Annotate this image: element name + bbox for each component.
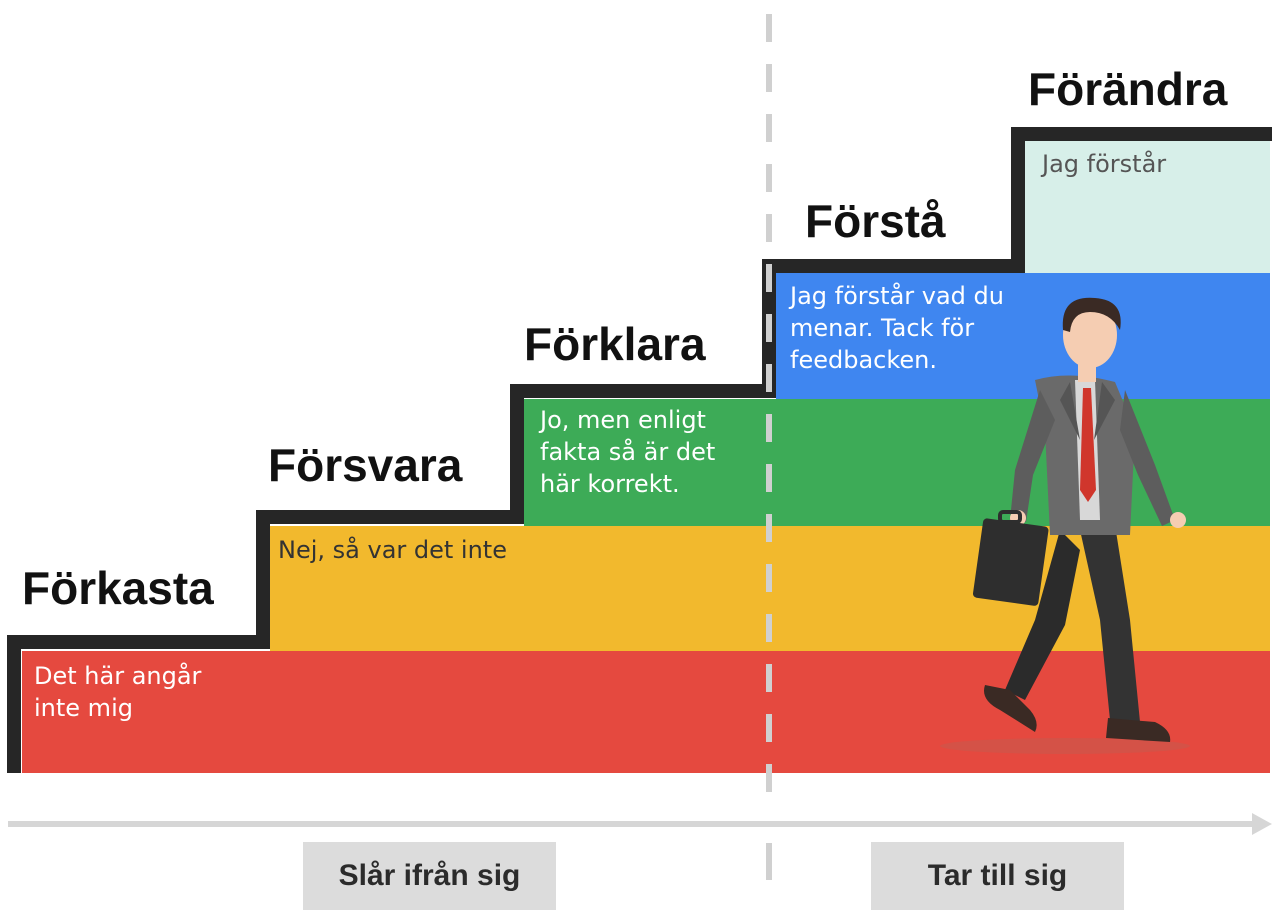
- band-text-forklara: Jo, men enligt fakta så är det här korre…: [540, 404, 715, 500]
- band-text-forandra: Jag förstår: [1042, 150, 1167, 178]
- step-title-forklara: Förklara: [524, 318, 706, 370]
- phase-label-left: Slår ifrån sig: [303, 842, 556, 910]
- band-text-line: Det här angår: [34, 662, 202, 690]
- band-text-line: här korrekt.: [540, 470, 680, 498]
- band-text-forsvara: Nej, så var det inte: [278, 536, 507, 564]
- step-title-forandra: Förändra: [1028, 63, 1228, 115]
- phase-label-right: Tar till sig: [871, 842, 1124, 910]
- band-text-line: feedbacken.: [790, 346, 937, 374]
- band-text-forsta: Jag förstår vad du menar. Tack för feedb…: [790, 280, 1004, 376]
- band-text-line: Jo, men enligt: [540, 406, 706, 434]
- step-title-forkasta: Förkasta: [22, 562, 214, 614]
- step-title-forsvara: Försvara: [268, 439, 463, 491]
- band-text-line: menar. Tack för: [790, 314, 975, 342]
- band-text-forkasta: Det här angår inte mig: [34, 660, 201, 724]
- band-text-line: fakta så är det: [540, 438, 716, 466]
- step-title-forsta: Förstå: [805, 195, 946, 247]
- band-text-line: inte mig: [34, 694, 133, 722]
- band-text-line: Jag förstår vad du: [790, 282, 1004, 310]
- band-forandra: [1024, 141, 1270, 273]
- businessman-walking-icon: [940, 297, 1190, 754]
- band-forsta: [776, 273, 1270, 399]
